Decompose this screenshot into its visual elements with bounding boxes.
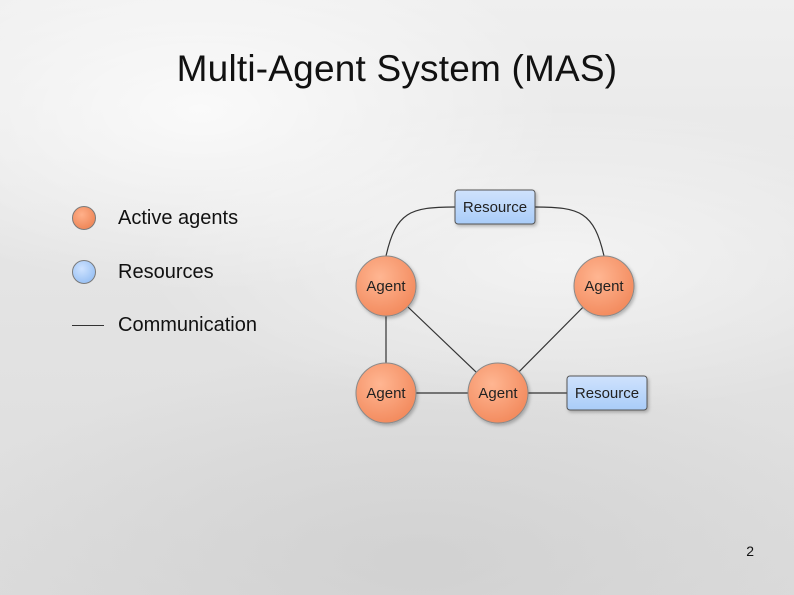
edge-r1-a2 bbox=[534, 206, 605, 257]
resource-box bbox=[566, 375, 648, 411]
agent-node-a1: Agent bbox=[355, 255, 417, 317]
agent-circle bbox=[355, 362, 417, 424]
agent-node-a3: Agent bbox=[355, 362, 417, 424]
resource-node-r1: Resource bbox=[454, 189, 536, 225]
agent-label: Agent bbox=[366, 385, 406, 402]
legend-label-communication: Communication bbox=[118, 313, 257, 336]
agent-label: Agent bbox=[366, 278, 406, 295]
communication-line-icon bbox=[72, 324, 104, 326]
agent-node-a4: Agent bbox=[467, 362, 529, 424]
agent-label: Agent bbox=[478, 385, 518, 402]
agent-node-a2: Agent bbox=[573, 255, 635, 317]
resource-label: Resource bbox=[575, 385, 639, 402]
legend-item-resources: Resources bbox=[72, 257, 214, 287]
agent-label: Agent bbox=[584, 278, 624, 295]
legend-label-agents: Active agents bbox=[118, 206, 239, 229]
resource-node-r2: Resource bbox=[566, 375, 648, 411]
agent-circle bbox=[467, 362, 529, 424]
page-number: 2 bbox=[746, 543, 754, 559]
resource-dot-icon bbox=[72, 260, 96, 284]
agent-circle bbox=[573, 255, 635, 317]
slide-title: Multi-Agent System (MAS) bbox=[176, 48, 618, 89]
legend-item-communication: Communication bbox=[72, 310, 257, 340]
resource-box bbox=[454, 189, 536, 225]
edge-r1-a1 bbox=[385, 206, 456, 257]
legend-item-agents: Active agents bbox=[72, 203, 238, 233]
agent-dot-icon bbox=[72, 206, 96, 230]
agent-circle bbox=[355, 255, 417, 317]
resource-label: Resource bbox=[463, 199, 527, 216]
legend-label-resources: Resources bbox=[118, 260, 214, 283]
